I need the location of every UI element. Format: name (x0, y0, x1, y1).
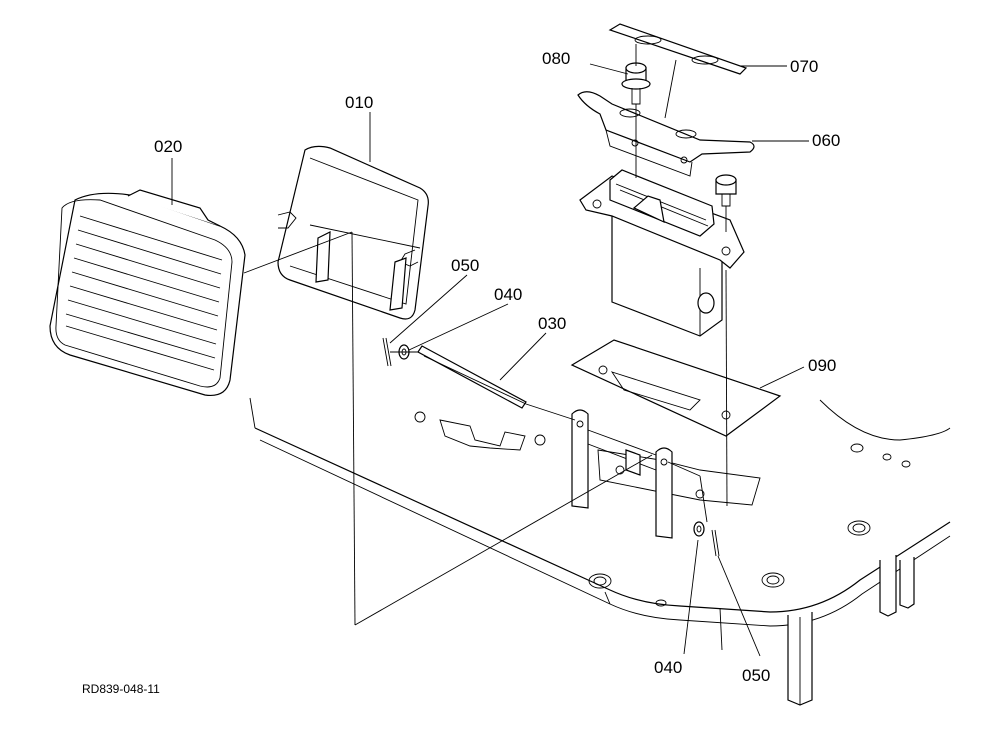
leader-lines (171, 59, 809, 657)
callout-060: 060 (812, 131, 840, 150)
gasket-090 (570, 339, 782, 437)
callout-080: 080 (542, 49, 570, 68)
washer-040-lower (693, 521, 705, 537)
callout-040-upper: 040 (494, 285, 522, 304)
pedal-pad-020 (49, 189, 246, 397)
callout-040-lower: 040 (654, 658, 682, 677)
drawing-reference-code: RD839-048-11 (82, 682, 160, 696)
callout-070: 070 (790, 57, 818, 76)
bolt-080 (621, 62, 651, 105)
pin-030 (417, 345, 527, 409)
callout-030: 030 (538, 314, 566, 333)
shim-070 (608, 23, 748, 75)
cotter-pin-050-lower (711, 529, 720, 557)
callout-020: 020 (154, 137, 182, 156)
valve-body (579, 169, 745, 337)
bracket-060 (577, 91, 755, 177)
callout-050-upper: 050 (451, 256, 479, 275)
cotter-pin-050-upper (382, 337, 392, 367)
callout-090: 090 (808, 356, 836, 375)
pedal-arm-010 (277, 145, 429, 320)
callout-010: 010 (345, 93, 373, 112)
callout-labels: 020 010 080 070 060 050 040 030 090 040 … (82, 49, 840, 696)
floor-plate (249, 397, 951, 706)
assembly-lines (243, 44, 728, 626)
pivot-bracket (571, 409, 673, 539)
callout-050-lower: 050 (742, 666, 770, 685)
